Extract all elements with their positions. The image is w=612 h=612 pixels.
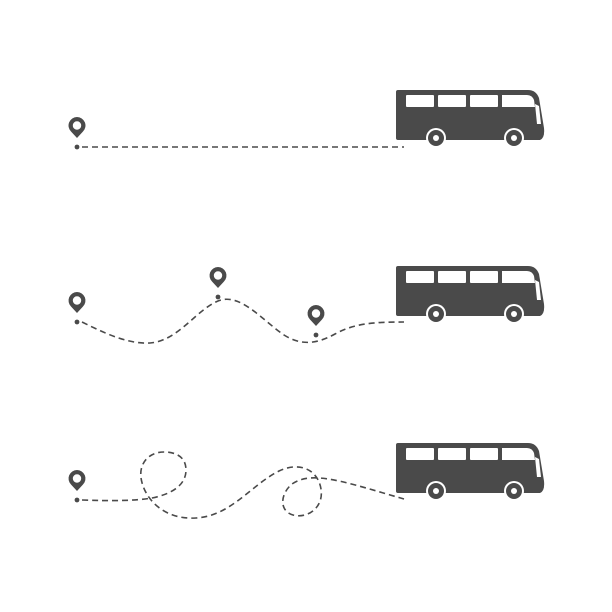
dashed-route-line: [81, 451, 405, 519]
location-pin-icon: [209, 267, 227, 300]
bus-icon: [396, 266, 545, 324]
location-pin-icon: [68, 470, 86, 503]
location-pin-icon: [68, 117, 86, 150]
straight-route: [68, 90, 545, 150]
wavy-route: [68, 266, 545, 344]
looped-route: [68, 443, 545, 519]
bus-icon: [396, 443, 545, 501]
dashed-route-line: [81, 298, 405, 344]
location-pin-icon: [307, 305, 325, 338]
bus-icon: [396, 90, 545, 148]
location-pin-icon: [68, 292, 86, 325]
